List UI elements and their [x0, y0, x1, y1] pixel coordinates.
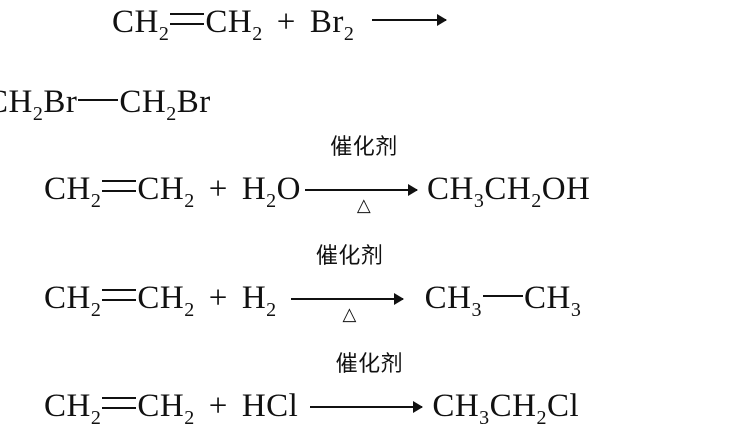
catalyst-label: 催化剂	[315, 244, 384, 269]
plus-sign: +	[208, 388, 228, 424]
reactant-water: H2O	[241, 171, 301, 212]
catalyst-label: 催化剂	[335, 352, 404, 377]
plus-sign: +	[208, 171, 228, 207]
heat-symbol: △	[356, 195, 372, 216]
plus-sign: +	[276, 4, 296, 40]
reactant-hcl: HCl	[241, 388, 299, 424]
plus-sign: +	[208, 280, 228, 316]
reaction-arrow: 催化剂 △	[290, 246, 409, 324]
catalyst-label: 催化剂	[330, 135, 398, 160]
product-ethanol: CH3CH2OH	[427, 171, 591, 212]
reaction-arrow: 催化剂 △	[305, 137, 423, 215]
reactant-hydrogen: H2	[241, 280, 277, 321]
heat-symbol: △	[342, 304, 357, 325]
reaction-arrow: 催化剂	[310, 354, 428, 423]
equation-1-product: CH2BrCH2Br	[0, 84, 211, 125]
product-dibromoethane: CH2BrCH2Br	[0, 84, 211, 125]
product-chloroethane: CH3CH2Cl	[432, 388, 580, 429]
reaction-arrow	[372, 14, 448, 26]
reactant-bromine: Br2	[309, 4, 355, 45]
